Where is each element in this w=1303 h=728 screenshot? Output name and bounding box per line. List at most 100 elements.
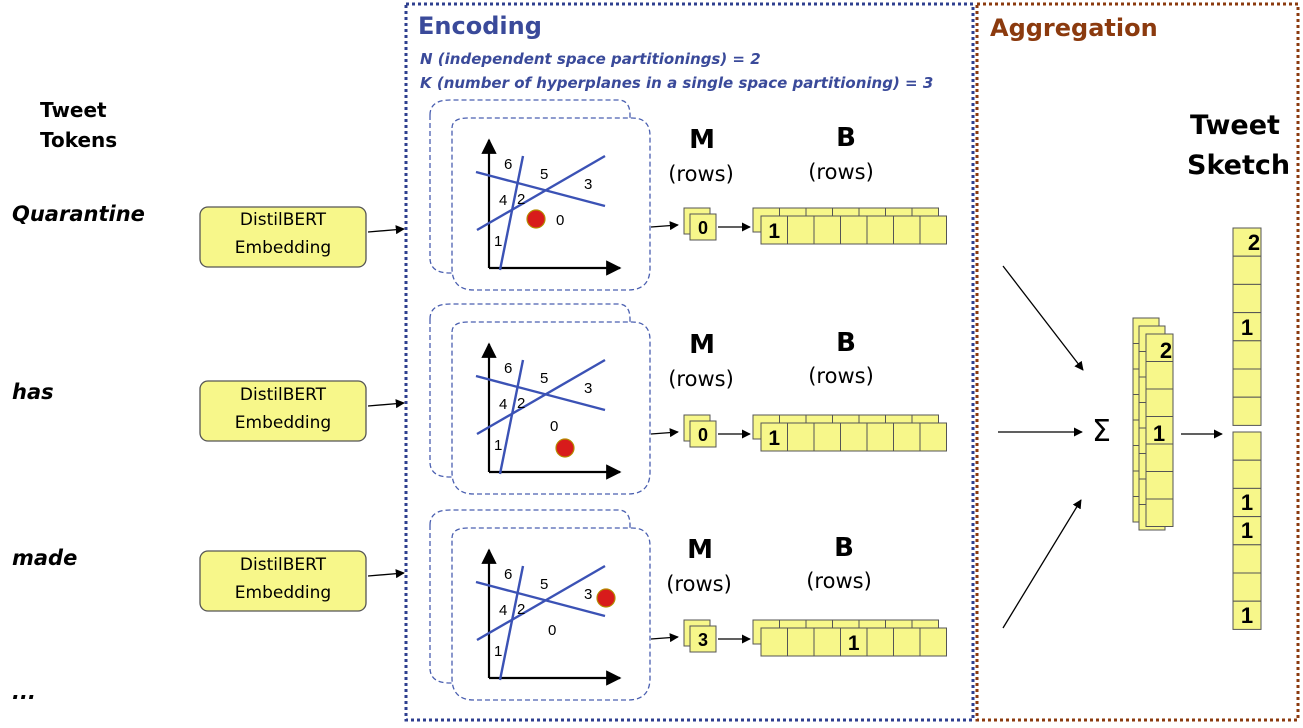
hyperplane-a-3 (498, 565, 525, 681)
arrow-plot-to-m-3 (650, 633, 679, 643)
sketch-lower-cell-4 (1232, 516, 1262, 546)
hyperplane-b-3 (475, 580, 606, 618)
sketch-upper-cell-2 (1232, 255, 1262, 285)
m-value-2: 0 (698, 425, 708, 445)
hyperplane-a-2 (498, 359, 525, 475)
tweet-sketch-label-line2: Sketch (1187, 150, 1291, 181)
token-word-has: has (12, 380, 54, 404)
aggregation-region-border (975, 2, 1300, 722)
sketch-upper-cell-4 (1232, 312, 1262, 342)
region-label-3-2: 2 (517, 601, 525, 618)
b-value-2: 1 (768, 427, 780, 450)
encoding-k-text: K (number of hyperplanes in a single spa… (420, 74, 934, 92)
b-cell-2-3 (813, 422, 841, 452)
sketch-upper-cell-5 (1232, 340, 1262, 370)
embedding-box-3 (199, 550, 367, 612)
m-label-3: M (687, 535, 713, 565)
b-cell-2-6 (893, 422, 921, 452)
hyperplane-a-1 (498, 155, 525, 271)
m-box-front-1 (689, 213, 717, 241)
region-label-3-1: 1 (494, 643, 502, 660)
token-word-quarantine: Quarantine (12, 202, 145, 226)
agg-value-mid: 1 (1153, 421, 1165, 446)
embedding-box-3-line1: DistilBERT (239, 555, 327, 575)
b-cell-1-3 (813, 215, 841, 245)
m-value-3: 3 (698, 630, 708, 650)
b-cell-2-2 (787, 422, 815, 452)
tweet-sketch-label-line1: Tweet (1190, 110, 1280, 141)
region-label-1-2: 2 (517, 191, 525, 208)
agg-front-cell-4 (1145, 416, 1174, 445)
arrow-embedding-to-encoding-2 (367, 399, 405, 409)
region-label-1-4: 4 (499, 192, 507, 209)
region-label-2-1: 1 (494, 437, 502, 454)
b-cell-1-5 (866, 215, 894, 245)
sketch-lower-value-2: 1 (1241, 518, 1253, 543)
m-sub-1: (rows) (668, 162, 734, 186)
token-ellipsis: ... (12, 680, 36, 704)
sketch-lower-cell-2 (1232, 459, 1262, 489)
b-cell-3-5 (866, 627, 894, 657)
region-label-2-6: 6 (504, 360, 512, 377)
token-word-made: made (12, 546, 78, 570)
b-cell-1-4 (840, 215, 868, 245)
encoding-n-text: N (independent space partitionings) = 2 (420, 50, 761, 68)
embedding-box-1-line1: DistilBERT (239, 210, 327, 230)
sketch-upper-cell-6 (1232, 368, 1262, 398)
sketch-lower-cell-5 (1232, 544, 1262, 574)
sketch-lower-value-3: 1 (1241, 603, 1253, 628)
b-value-1: 1 (768, 220, 780, 243)
sketch-lower-cell-7 (1232, 600, 1262, 630)
sketch-lower-cell-1 (1232, 431, 1262, 461)
region-label-2-2: 2 (517, 395, 525, 412)
hyperplane-b-2 (475, 374, 606, 412)
agg-front-cell-7 (1145, 498, 1174, 527)
b-label-2: B (836, 328, 856, 358)
arrow-plot-to-m-2 (650, 428, 679, 438)
sketch-upper-value-2: 1 (1241, 315, 1253, 340)
hyperplane-b-1 (475, 170, 606, 208)
sketch-lower-value-1: 1 (1241, 490, 1253, 515)
encoding-region-border (404, 2, 975, 722)
region-label-2-0: 0 (550, 418, 558, 435)
arrow-agg-top (1002, 265, 1084, 371)
m-box-front-3 (689, 625, 717, 653)
agg-front-cell-1 (1145, 333, 1174, 362)
m-box-front-2 (689, 420, 717, 448)
hyperplane-c-1 (476, 154, 606, 232)
partition-card-1 (451, 117, 651, 291)
hyperplane-c-2 (476, 358, 606, 436)
m-label-2: M (689, 330, 715, 360)
embedding-box-2-line1: DistilBERT (239, 385, 327, 405)
sketch-upper-value-1: 2 (1248, 230, 1260, 255)
b-sub-2: (rows) (808, 364, 874, 388)
b-cell-2-7 (919, 422, 947, 452)
sketch-upper-cell-3 (1232, 283, 1262, 314)
b-sub-1: (rows) (808, 160, 874, 184)
agg-front-cell-6 (1145, 471, 1174, 500)
embedding-box-1-line2: Embedding (234, 238, 332, 258)
region-label-3-5: 5 (540, 576, 548, 593)
arrow-plot-to-m-1 (650, 221, 679, 231)
embedding-box-2-line2: Embedding (234, 413, 332, 433)
agg-front-cell-2 (1145, 361, 1174, 390)
m-label-1: M (689, 125, 715, 155)
tweet-tokens-label-line1: Tweet (40, 98, 107, 122)
hyperplane-c-3 (476, 564, 606, 642)
region-label-3-4: 4 (499, 602, 507, 619)
region-label-1-6: 6 (504, 156, 512, 173)
embedding-box-2 (199, 380, 367, 442)
region-label-1-3: 3 (584, 176, 592, 193)
region-label-1-0: 0 (556, 212, 564, 229)
b-cell-2-5 (866, 422, 894, 452)
embedding-box-1 (199, 206, 367, 268)
b-cell-3-2 (787, 627, 815, 657)
arrow-agg-bottom (1002, 499, 1082, 629)
region-label-3-0: 0 (548, 622, 556, 639)
b-cell-3-3 (813, 627, 841, 657)
embedding-box-3-line2: Embedding (234, 583, 332, 603)
b-cell-1-6 (893, 215, 921, 245)
m-sub-2: (rows) (668, 367, 734, 391)
